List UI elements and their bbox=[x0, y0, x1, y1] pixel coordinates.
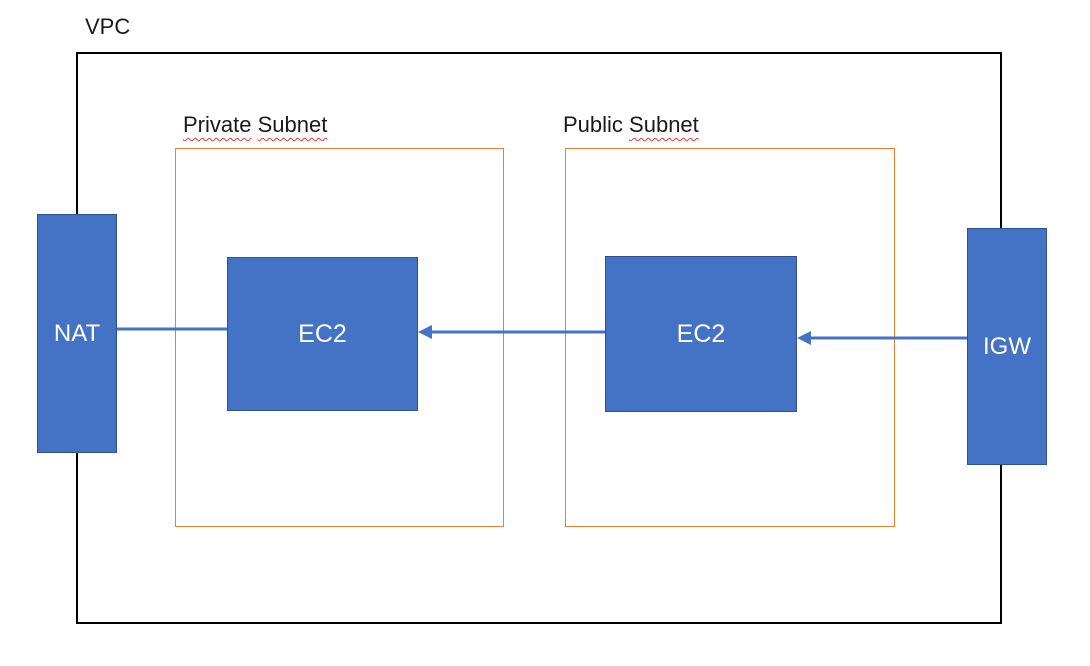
internet-gateway-label: IGW bbox=[983, 332, 1031, 360]
internet-gateway-node: IGW bbox=[967, 228, 1047, 465]
private-subnet-label-word2: Subnet bbox=[257, 112, 328, 137]
nat-gateway-node: NAT bbox=[37, 214, 117, 453]
public-subnet-label: Public Subnet bbox=[563, 112, 699, 138]
nat-gateway-label: NAT bbox=[53, 319, 101, 347]
private-subnet-box bbox=[175, 148, 504, 527]
ec2-private-label: EC2 bbox=[298, 319, 347, 348]
public-subnet-label-word1: Public bbox=[563, 112, 623, 137]
private-subnet-label: Private Subnet bbox=[183, 112, 327, 138]
ec2-private-node: EC2 bbox=[227, 257, 418, 411]
ec2-public-label: EC2 bbox=[676, 319, 726, 348]
ec2-public-node: EC2 bbox=[605, 256, 797, 412]
private-subnet-label-word1: Private bbox=[183, 112, 252, 137]
public-subnet-label-word2: Subnet bbox=[629, 112, 699, 137]
vpc-label: VPC bbox=[85, 14, 131, 39]
